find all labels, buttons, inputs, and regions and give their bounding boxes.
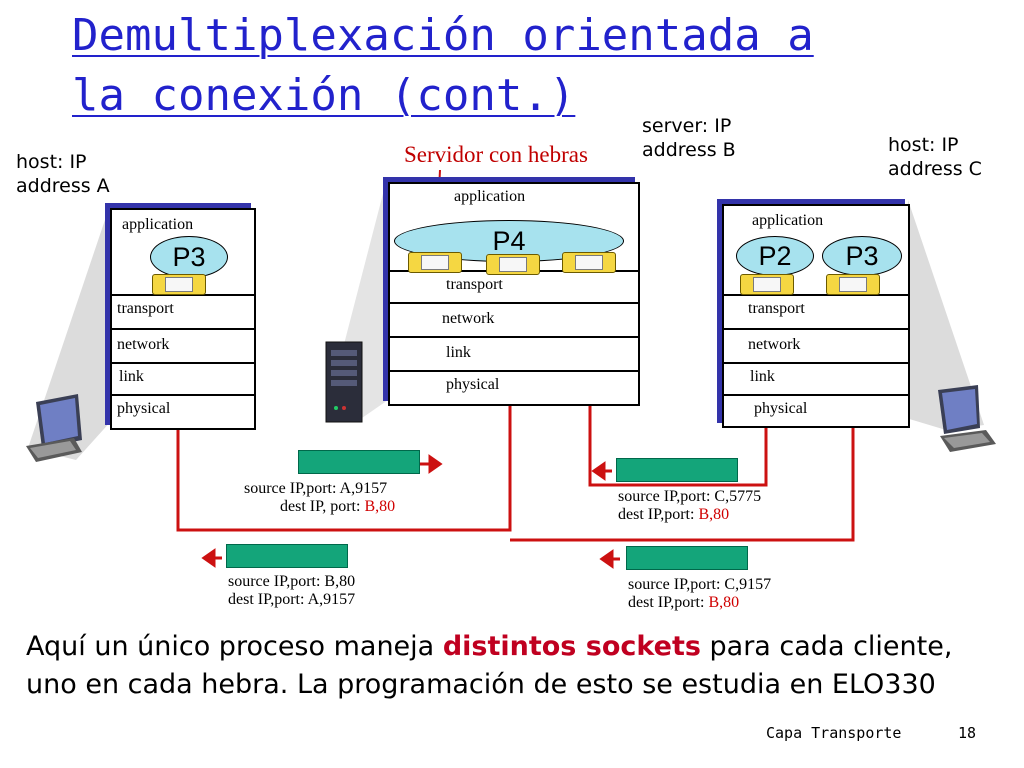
segment-a-to-b-dest: dest IP, port: B,80 [244, 498, 395, 516]
layer-link: link [446, 344, 471, 361]
segment-direction-arrows [201, 454, 620, 569]
server-b-protocol-stack: application transport network link physi… [388, 182, 640, 406]
segment-c1-to-b [616, 458, 738, 482]
socket-server-3 [562, 252, 616, 273]
layer-physical: physical [754, 400, 808, 417]
slide-title: Demultiplexación orientada a la conexión… [72, 10, 814, 121]
segment-b-to-a-source: source IP,port: B,80 [228, 573, 356, 590]
socket-host-a [152, 274, 206, 295]
segment-b-to-a [226, 544, 348, 568]
host-c-protocol-stack: application transport network link physi… [722, 204, 910, 428]
segment-c2-to-b-label: source IP,port: C,9157 dest IP,port: B,8… [628, 576, 771, 612]
server-tower-icon [325, 341, 363, 423]
layer-application: application [752, 212, 824, 229]
segment-c2-to-b-source: source IP,port: C,9157 [628, 576, 772, 593]
slide-caption: Aquí un único proceso maneja distintos s… [26, 628, 986, 704]
layer-physical: physical [117, 400, 171, 417]
desktop-computer-icon-a [26, 394, 82, 462]
server-b-label-line1: server: IP [642, 115, 732, 137]
host-a-label-line1: host: IP [16, 151, 87, 173]
host-a-label-line2: address A [16, 175, 110, 197]
socket-host-c-2 [826, 274, 880, 295]
footer-page-number: 18 [958, 724, 977, 742]
socket-server-1 [408, 252, 462, 273]
caption-part-2: para cada cliente, uno en cada hebra. La… [26, 631, 953, 700]
caption-highlight: distintos sockets [442, 631, 701, 662]
process-p3-host-c: P3 [822, 236, 902, 276]
host-c-label-line2: address C [888, 158, 982, 180]
dest-prefix: dest IP,port: [618, 506, 699, 523]
process-p3-host-a: P3 [150, 236, 228, 278]
host-a-label: host: IP address A [16, 150, 110, 198]
host-a-shadow [28, 205, 112, 460]
server-b-label-line2: address B [642, 139, 736, 161]
segment-c2-to-b [626, 546, 748, 570]
segment-a-to-b [298, 450, 420, 474]
segment-c1-to-b-source: source IP,port: C,5775 [618, 488, 762, 505]
threaded-server-label: Servidor con hebras [404, 142, 588, 167]
caption-part-1: Aquí un único proceso maneja [26, 631, 443, 662]
footer-section: Capa Transporte [766, 724, 902, 742]
layer-transport: transport [748, 300, 805, 317]
layer-transport: transport [446, 276, 503, 293]
segment-b-to-a-label: source IP,port: B,80 dest IP,port: A,915… [228, 573, 355, 609]
host-c-label-line1: host: IP [888, 134, 959, 156]
layer-application: application [454, 188, 526, 205]
socket-server-2 [486, 254, 540, 275]
segment-c2-to-b-dest: dest IP,port: B,80 [628, 594, 771, 612]
socket-host-c-1 [740, 274, 794, 295]
layer-transport: transport [117, 300, 174, 317]
segment-c1-to-b-label: source IP,port: C,5775 dest IP,port: B,8… [618, 488, 761, 524]
layer-link: link [119, 368, 144, 385]
layer-physical: physical [446, 376, 500, 393]
host-c-label: host: IP address C [888, 133, 982, 181]
dest-value: B,80 [364, 498, 396, 515]
process-p2-host-c: P2 [736, 236, 814, 276]
segment-a-to-b-label: source IP,port: A,9157 dest IP, port: B,… [244, 480, 395, 516]
segment-a-to-b-source: source IP,port: A,9157 [244, 480, 388, 497]
host-c-shadow [906, 200, 984, 430]
dest-value: B,80 [708, 594, 740, 611]
desktop-computer-icon-c [938, 385, 996, 452]
dest-prefix: dest IP,port: [628, 594, 709, 611]
layer-application: application [122, 216, 194, 233]
segment-c1-to-b-dest: dest IP,port: B,80 [618, 506, 761, 524]
segment-b-to-a-dest: dest IP,port: A,9157 [228, 591, 356, 608]
layer-network: network [117, 336, 170, 353]
layer-network: network [442, 310, 495, 327]
dest-value: B,80 [698, 506, 730, 523]
dest-prefix: dest IP, port: [280, 498, 365, 515]
server-b-label: server: IP address B [642, 114, 736, 162]
layer-network: network [748, 336, 801, 353]
layer-link: link [750, 368, 775, 385]
